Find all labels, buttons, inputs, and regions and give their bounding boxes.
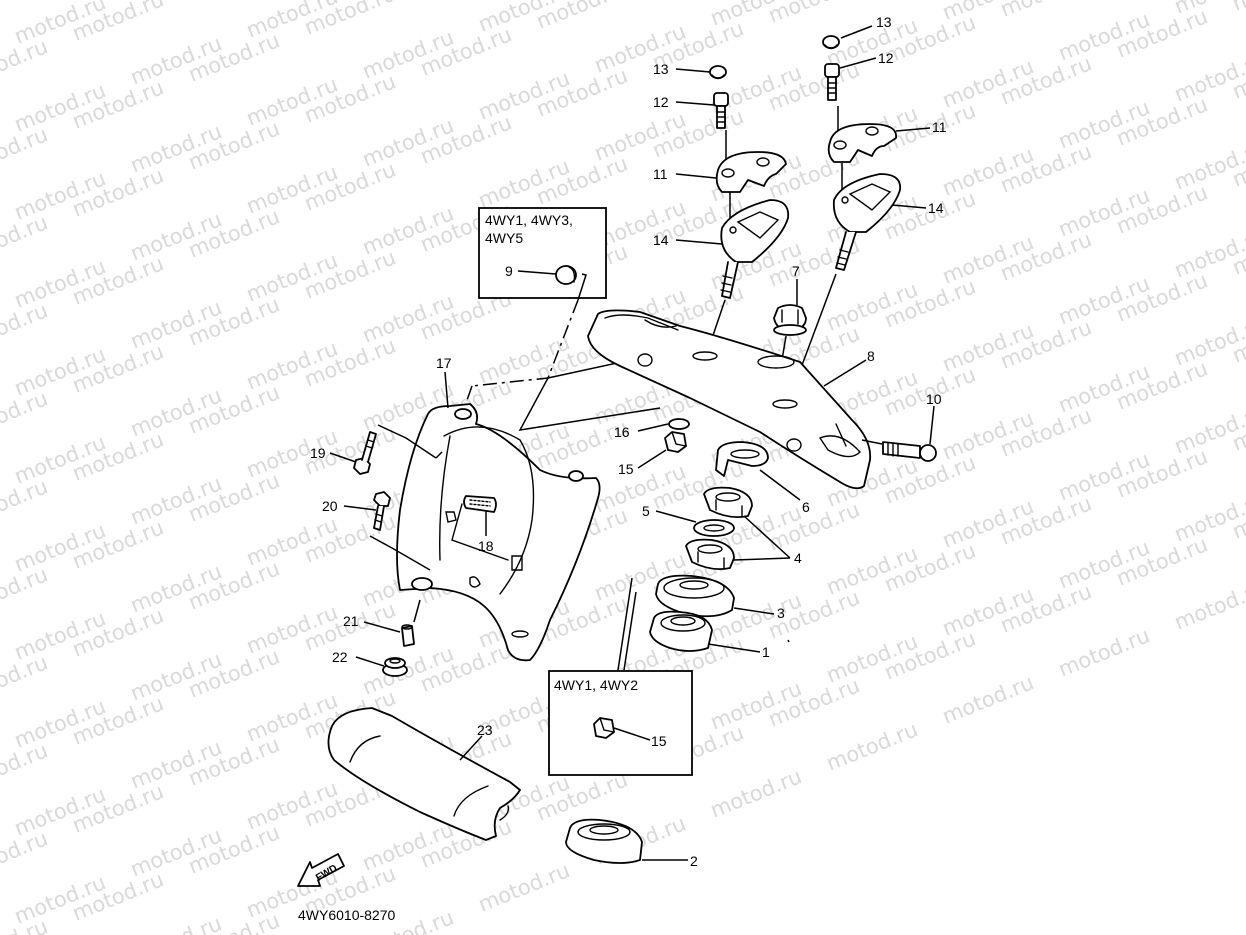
part-21-collar[interactable] xyxy=(401,624,415,647)
callout-14-right: 14 xyxy=(928,200,944,216)
part-7-stem-nut[interactable] xyxy=(773,304,807,336)
part-20-bolt[interactable] xyxy=(373,491,391,531)
callout-13-left: 13 xyxy=(653,61,669,77)
part-15-nut-variant[interactable] xyxy=(593,717,615,739)
part-1-bearing-race[interactable] xyxy=(649,610,713,652)
part-14-lower-holder-left[interactable] xyxy=(720,199,790,299)
callout-15: 15 xyxy=(618,461,634,477)
part-4-ring-nut-upper[interactable] xyxy=(703,486,753,519)
callout-10: 10 xyxy=(926,391,942,407)
part-6-stopper[interactable] xyxy=(715,441,769,477)
callout-5: 5 xyxy=(642,503,650,519)
drawing-code: 4WY6010-8270 xyxy=(298,907,396,923)
part-11-upper-holder-left[interactable] xyxy=(715,151,787,193)
part-2-bearing[interactable] xyxy=(565,818,643,864)
callout-18: 18 xyxy=(478,538,494,554)
part-12-bolt-right[interactable] xyxy=(824,63,840,101)
part-4-ring-nut-lower[interactable] xyxy=(685,538,735,571)
part-22-grommet[interactable] xyxy=(382,657,408,677)
callout-9: 9 xyxy=(505,263,513,279)
callout-1: 1 xyxy=(762,644,770,660)
callout-11-right: 11 xyxy=(932,119,947,135)
callout-6: 6 xyxy=(802,499,810,515)
part-23-cover[interactable] xyxy=(327,707,521,841)
callout-12-left: 12 xyxy=(653,94,669,110)
callout-8: 8 xyxy=(867,348,875,364)
callout-17: 17 xyxy=(436,355,452,371)
part-13-cap-right[interactable] xyxy=(822,35,840,50)
variant-box-title-line2: 4WY5 xyxy=(485,230,523,246)
part-12-bolt-left[interactable] xyxy=(713,92,729,129)
callout-20: 20 xyxy=(322,498,338,514)
callout-3: 3 xyxy=(777,605,785,621)
part-8-upper-bracket[interactable] xyxy=(587,309,872,490)
variant-box-title-line1: 4WY1, 4WY3, xyxy=(485,212,573,228)
fwd-arrow-icon: FWD xyxy=(297,853,345,887)
variant-box-frame xyxy=(478,207,607,299)
variant-box-title: 4WY1, 4WY2 xyxy=(554,677,638,693)
callout-15-variant: 15 xyxy=(651,733,667,749)
part-18-damper[interactable] xyxy=(451,495,509,561)
callout-11-left: 11 xyxy=(653,166,668,182)
part-10-pinch-bolt[interactable] xyxy=(882,441,937,462)
callout-13-right: 13 xyxy=(876,14,892,30)
part-17-cover[interactable] xyxy=(396,403,601,662)
callout-2: 2 xyxy=(690,853,698,869)
part-14-lower-holder-right[interactable] xyxy=(832,173,902,271)
callout-14-left: 14 xyxy=(653,232,669,248)
callout-12-right: 12 xyxy=(878,50,894,66)
callout-23: 23 xyxy=(477,722,493,738)
part-19-bolt[interactable] xyxy=(353,431,377,475)
callout-21: 21 xyxy=(343,613,359,629)
variant-box-upper: 4WY1, 4WY3, 4WY5 9 xyxy=(478,207,607,301)
part-15-nut[interactable] xyxy=(664,431,687,453)
variant-box-lower[interactable]: 4WY1, 4WY2 15 xyxy=(548,670,693,776)
callout-4: 4 xyxy=(794,550,802,566)
callout-22: 22 xyxy=(332,649,348,665)
callout-16: 16 xyxy=(614,424,630,440)
part-13-cap-left[interactable] xyxy=(709,65,727,80)
callout-19: 19 xyxy=(310,445,326,461)
part-3-bearing-cover[interactable] xyxy=(655,574,735,618)
part-16-washer[interactable] xyxy=(668,418,690,430)
part-11-upper-holder-right[interactable] xyxy=(827,123,897,163)
part-9-cap[interactable] xyxy=(555,265,577,285)
part-5-washer[interactable] xyxy=(693,519,735,537)
callout-7: 7 xyxy=(792,263,800,279)
variant-box-frame xyxy=(548,670,693,776)
